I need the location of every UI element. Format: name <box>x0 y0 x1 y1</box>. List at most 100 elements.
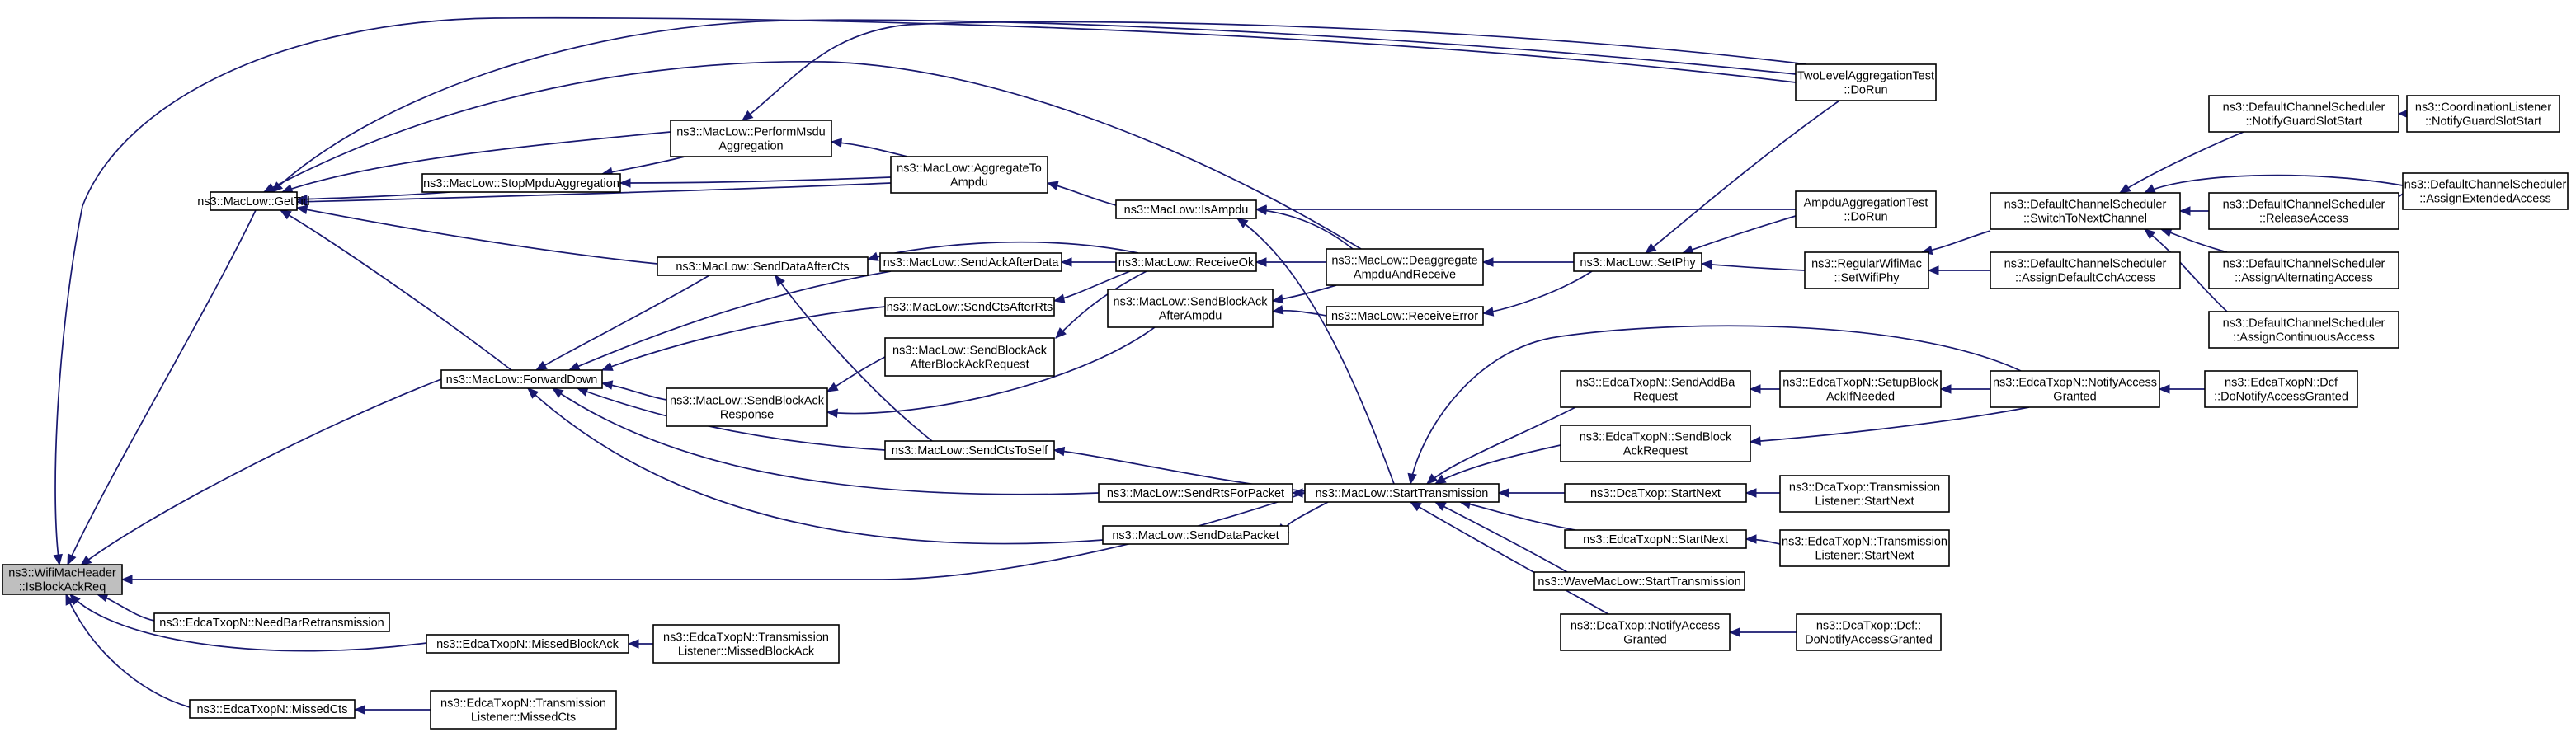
node-assignalternating[interactable]: ns3::DefaultChannelScheduler::AssignAlte… <box>2208 251 2399 289</box>
edge-edcanotifyaccess-to-edcasendbar <box>1749 406 2030 446</box>
node-twolevel[interactable]: TwoLevelAggregationTest::DoRun <box>1795 63 1937 101</box>
edge-aggregateto-to-performmsdu <box>830 138 908 157</box>
edge-sendrtsforpacket-to-forwarddown <box>551 387 1100 495</box>
arrow-head <box>1409 501 1422 512</box>
node-label: ::DoNotifyAccessGranted <box>2214 391 2348 404</box>
node-wavemac[interactable]: ns3::WaveMacLow::StartTransmission <box>1533 571 1745 591</box>
edge-dcadcfnotify-to-dcanotifyaccess <box>1728 627 1797 637</box>
node-dcadcfnotify[interactable]: ns3::DcaTxop::Dcf::DoNotifyAccessGranted <box>1796 613 1942 651</box>
arrow-head <box>279 209 292 220</box>
edge-line <box>2119 131 2244 194</box>
node-switchtonext[interactable]: ns3::DefaultChannelScheduler::SwitchToNe… <box>1990 192 2181 230</box>
node-assigndefaultcch[interactable]: ns3::DefaultChannelScheduler::AssignDefa… <box>1990 251 2181 289</box>
node-sendrtsforpacket[interactable]: ns3::MacLow::SendRtsForPacket <box>1098 483 1293 503</box>
node-root[interactable]: ns3::WifiMacHeader::IsBlockAckReq <box>2 564 123 595</box>
node-sendctstoself[interactable]: ns3::MacLow::SendCtsToSelf <box>884 440 1055 460</box>
node-box <box>426 634 629 654</box>
node-missedba[interactable]: ns3::EdcaTxopN::MissedBlockAck <box>426 634 629 654</box>
node-receiveerror[interactable]: ns3::MacLow::ReceiveError <box>1326 306 1484 326</box>
node-label: Listener::StartNext <box>1815 495 1914 509</box>
edge-line <box>80 378 442 566</box>
node-regularwifimac[interactable]: ns3::RegularWifiMac::SetWifiPhy <box>1804 251 1929 289</box>
node-setphy[interactable]: ns3::MacLow::SetPhy <box>1573 252 1702 272</box>
arrow-head <box>2178 206 2191 216</box>
node-label: ns3::DcaTxop::StartNext <box>1590 487 1721 500</box>
node-coordlistener[interactable]: ns3::CoordinationListener::NotifyGuardSl… <box>2406 95 2560 133</box>
edge-line <box>1921 230 1991 253</box>
edge-senddatapacket-to-forwarddown <box>527 387 1104 545</box>
node-missedcts[interactable]: ns3::EdcaTxopN::MissedCts <box>189 699 356 719</box>
node-label: ns3::WifiMacHeader <box>8 567 116 580</box>
node-box <box>666 387 828 427</box>
node-senddataaftercts[interactable]: ns3::MacLow::SendDataAfterCts <box>657 256 869 276</box>
arrow-head <box>1434 474 1447 485</box>
node-sendctsafterrts[interactable]: ns3::MacLow::SendCtsAfterRts <box>884 297 1055 317</box>
node-assigncontinuous[interactable]: ns3::DefaultChannelScheduler::AssignCont… <box>2208 311 2399 349</box>
node-box <box>1796 613 1942 651</box>
arrow-head <box>1053 446 1066 457</box>
edge-sendackafterdata-to-forwarddown <box>567 270 892 371</box>
node-label: ns3::MacLow::AggregateTo <box>897 162 1042 176</box>
edge-deaggregate-to-sendbaafterampdu <box>1271 284 1337 304</box>
node-label: ns3::MacLow::GetTid <box>197 195 309 209</box>
node-forwarddown[interactable]: ns3::MacLow::ForwardDown <box>440 369 603 389</box>
edge-dcastartnext-to-starttransmission <box>1497 488 1565 498</box>
node-edcadcfnotify[interactable]: ns3::EdcaTxopN::Dcf::DoNotifyAccessGrant… <box>2204 370 2358 408</box>
node-needbar[interactable]: ns3::EdcaTxopN::NeedBarRetransmission <box>153 612 390 632</box>
node-notifyguardslotstart[interactable]: ns3::DefaultChannelScheduler::NotifyGuar… <box>2208 95 2399 133</box>
node-box <box>670 120 832 157</box>
edge-dcanotifyaccess-to-starttransmission <box>1409 501 1609 615</box>
node-receiveok[interactable]: ns3::MacLow::ReceiveOk <box>1115 252 1257 272</box>
edge-sendbaafterbar-to-sendbaresponse <box>826 356 886 392</box>
node-gettid[interactable]: ns3::MacLow::GetTid <box>197 191 310 211</box>
arrow-head <box>1426 473 1439 485</box>
node-sendackafterdata[interactable]: ns3::MacLow::SendAckAfterData <box>879 252 1062 272</box>
node-label: ns3::MacLow::PerformMsdu <box>676 126 826 139</box>
arrow-head <box>535 360 548 371</box>
node-edcanotifyaccess[interactable]: ns3::EdcaTxopN::NotifyAccessGranted <box>1990 370 2160 408</box>
edge-regularwifimac-to-setphy <box>1700 260 1806 271</box>
edge-line <box>296 207 658 265</box>
edge-line <box>1434 444 1561 485</box>
edge-line <box>2160 228 2228 253</box>
node-isampdu[interactable]: ns3::MacLow::IsAmpdu <box>1115 199 1257 219</box>
arrow-head <box>527 387 539 399</box>
call-edges <box>53 16 2409 715</box>
edge-line <box>1482 270 1593 314</box>
node-senddatapacket[interactable]: ns3::MacLow::SendDataPacket <box>1102 525 1289 545</box>
node-listenermissedcts[interactable]: ns3::EdcaTxopN::TransmissionListener::Mi… <box>430 690 617 730</box>
node-edcastartnext[interactable]: ns3::EdcaTxopN::StartNext <box>1564 529 1747 549</box>
node-ampduagg[interactable]: AmpduAggregationTest::DoRun <box>1795 190 1937 228</box>
edge-listenermissedba-to-missedba <box>627 639 653 649</box>
edge-line <box>1284 501 1329 533</box>
node-label: ns3::EdcaTxopN::StartNext <box>1583 533 1728 547</box>
node-dcanotifyaccess[interactable]: ns3::DcaTxop::NotifyAccessGranted <box>1560 613 1731 651</box>
edge-aggregateto-to-stopmpdu <box>619 176 892 188</box>
node-assignextended[interactable]: ns3::DefaultChannelScheduler::AssignExte… <box>2402 172 2569 210</box>
arrow-head <box>1728 627 1740 637</box>
node-releaseaccess[interactable]: ns3::DefaultChannelScheduler::ReleaseAcc… <box>2208 192 2399 230</box>
node-starttransmission[interactable]: ns3::MacLow::StartTransmission <box>1304 483 1500 503</box>
edge-twolevel-to-setphy <box>1644 100 1840 254</box>
node-stopmpdu[interactable]: ns3::MacLow::StopMpduAggregation <box>421 173 621 193</box>
node-edcalistenerstartnext[interactable]: ns3::EdcaTxopN::TransmissionListener::St… <box>1779 529 1950 567</box>
node-box <box>2208 95 2399 133</box>
arrow-head <box>1745 534 1757 544</box>
node-box <box>1102 525 1289 545</box>
node-label: Listener::MissedBlockAck <box>678 645 815 659</box>
node-sendbaafterbar[interactable]: ns3::MacLow::SendBlockAckAfterBlockAckRe… <box>884 337 1055 377</box>
node-listenermissedba[interactable]: ns3::EdcaTxopN::TransmissionListener::Mi… <box>652 624 840 664</box>
node-dcastartnext[interactable]: ns3::DcaTxop::StartNext <box>1564 483 1747 503</box>
edge-missedcts-to-root <box>65 593 191 708</box>
edge-starttransmission-to-root <box>120 492 1306 584</box>
node-label: AckRequest <box>1623 445 1688 458</box>
node-dcalistenerstartnext[interactable]: ns3::DcaTxop::TransmissionListener::Star… <box>1779 475 1950 513</box>
